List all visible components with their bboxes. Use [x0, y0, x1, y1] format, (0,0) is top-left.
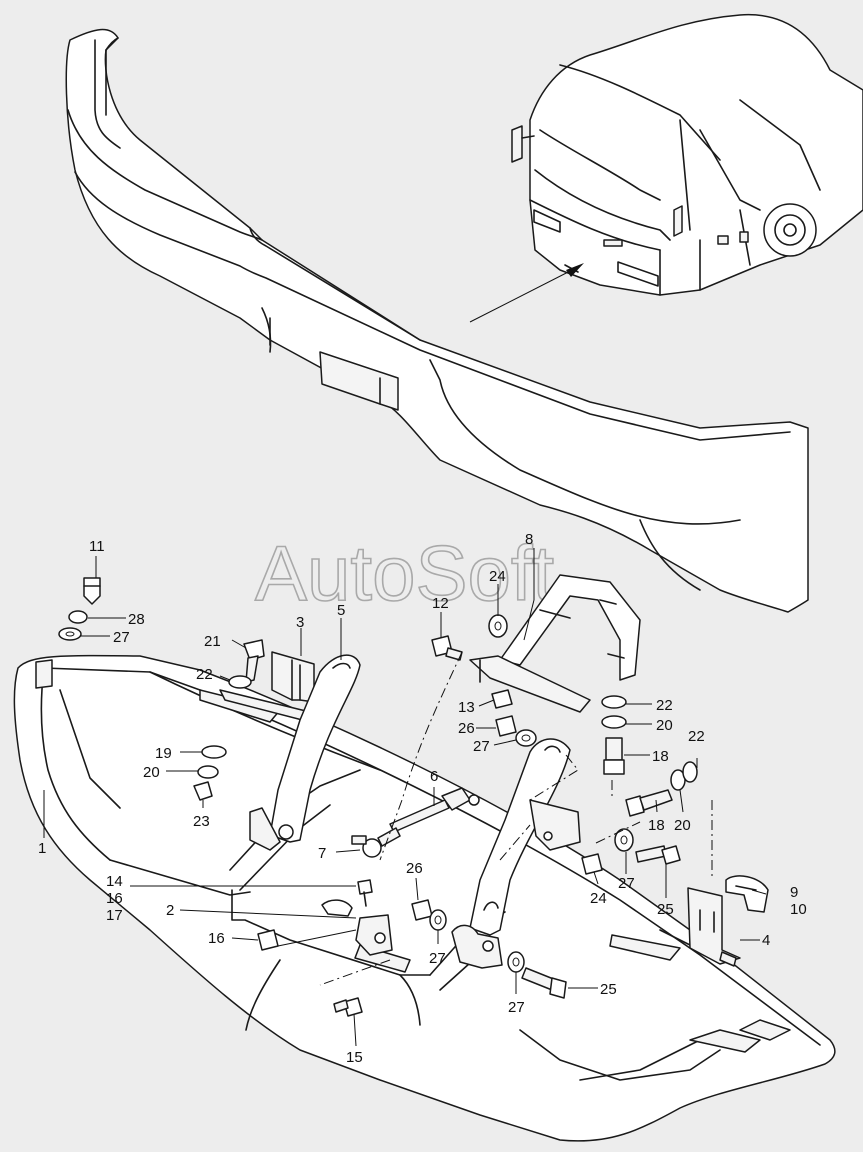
callout-1: 1 — [38, 840, 46, 857]
callout-25: 25 — [657, 901, 674, 918]
callout-24: 24 — [489, 568, 506, 585]
callout-10: 10 — [790, 901, 807, 918]
callout-26: 26 — [458, 720, 475, 737]
bumper-cover — [65, 28, 809, 613]
callout-2: 2 — [166, 902, 174, 919]
bracket-mount-right — [529, 799, 581, 851]
arm-right — [469, 738, 571, 936]
plate-9-10 — [725, 875, 769, 913]
callout-22: 22 — [196, 666, 213, 683]
callout-25: 25 — [600, 981, 617, 998]
callout-5: 5 — [337, 602, 345, 619]
callout-8: 8 — [525, 531, 533, 548]
callout-18: 18 — [648, 817, 665, 834]
assembly-lines — [319, 651, 713, 986]
bracket-8 — [469, 574, 641, 713]
callout-19: 19 — [155, 745, 172, 762]
callout-27: 27 — [508, 999, 525, 1016]
bracket-4 — [687, 887, 741, 967]
callout-14: 14 — [106, 873, 123, 890]
callout-16: 16 — [208, 930, 225, 947]
callout-16: 16 — [106, 890, 123, 907]
callout-28: 28 — [128, 611, 145, 628]
callout-6: 6 — [430, 768, 438, 785]
callout-27: 27 — [618, 875, 635, 892]
bus-illustration — [511, 13, 863, 296]
callout-9: 9 — [790, 884, 798, 901]
callout-7: 7 — [318, 845, 326, 862]
arm-5 — [249, 654, 361, 851]
callout-17: 17 — [106, 907, 123, 924]
bumper-frame — [13, 654, 836, 1142]
watermark: AutoSoft — [255, 529, 555, 617]
callout-23: 23 — [193, 813, 210, 830]
callout-20: 20 — [674, 817, 691, 834]
callout-27: 27 — [473, 738, 490, 755]
callout-15: 15 — [346, 1049, 363, 1066]
callout-27: 27 — [429, 950, 446, 967]
linkage-rod-6 — [351, 787, 480, 858]
callout-11: 11 — [89, 538, 105, 555]
callout-20: 20 — [143, 764, 160, 781]
bracket-mount-lower — [451, 924, 503, 969]
callout-4: 4 — [762, 932, 770, 949]
callout-22: 22 — [688, 728, 705, 745]
pointer-arrow — [469, 263, 584, 323]
bracket-2 — [321, 899, 393, 956]
callout-26: 26 — [406, 860, 423, 877]
callout-18: 18 — [652, 748, 669, 765]
fasteners — [58, 577, 698, 1017]
callout-22: 22 — [656, 697, 673, 714]
bracket-3 — [219, 651, 315, 723]
callout-27: 27 — [113, 629, 130, 646]
callout-13: 13 — [458, 699, 475, 716]
callout-20: 20 — [656, 717, 673, 734]
callout-12: 12 — [432, 595, 449, 612]
callout-24: 24 — [590, 890, 607, 907]
callout-labels: 11 28 27 21 3 5 22 19 20 23 1 8 24 12 13… — [38, 531, 807, 1066]
callout-21: 21 — [204, 633, 221, 650]
leader-lines — [43, 548, 767, 1047]
callout-3: 3 — [296, 614, 304, 631]
